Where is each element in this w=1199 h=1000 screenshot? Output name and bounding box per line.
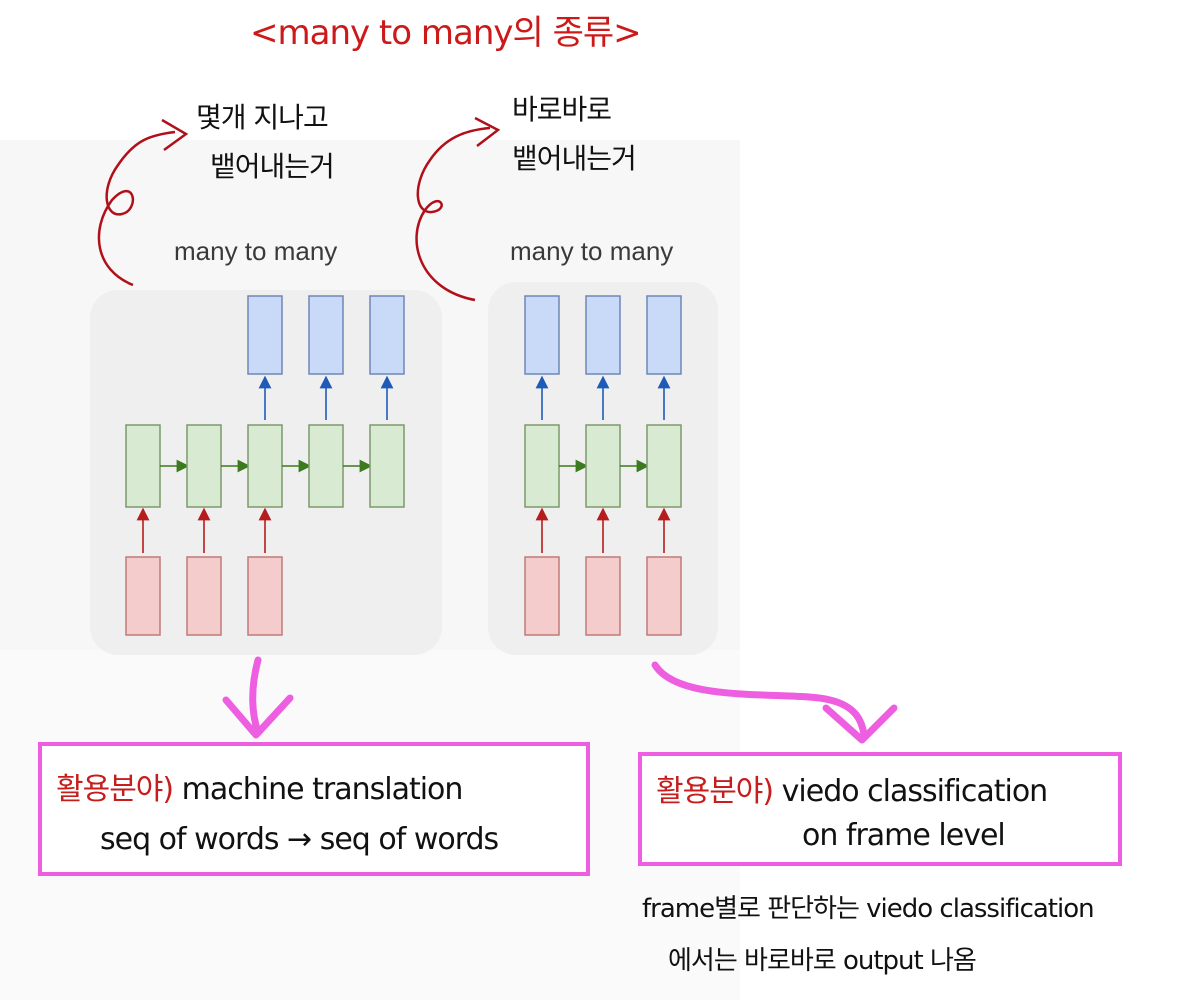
left-hidden-cell [369, 424, 405, 508]
footnote-line2: 에서는 바로바로 output 나옴 [668, 946, 977, 976]
right-pink-arrow [651, 661, 868, 739]
left-box-line2: seq of words → seq of words [100, 822, 499, 857]
right-hidden-cell [646, 424, 682, 508]
left-input-cell [186, 556, 222, 636]
left-hidden-cell [186, 424, 222, 508]
right-panel-title: many to many [510, 236, 674, 266]
left-hidden-cell [308, 424, 344, 508]
left-curl-arrow [97, 130, 176, 287]
left-input-cell [247, 556, 283, 636]
left-box-tag: 활용분야) [56, 772, 174, 807]
right-input-cell [585, 556, 621, 636]
right-application-box: 활용분야) viedo classification on frame leve… [638, 752, 1122, 866]
right-output-cell [646, 295, 682, 375]
right-output-cell [524, 295, 560, 375]
left-panel-title: many to many [174, 236, 338, 266]
right-box-text1: viedo classification [781, 774, 1049, 809]
left-output-cell [369, 295, 405, 375]
left-application-box: 활용분야) machine translation seq of words →… [38, 742, 590, 876]
left-pink-arrowhead [222, 694, 294, 739]
left-output-cell [308, 295, 344, 375]
right-curl-arrowhead [474, 116, 501, 147]
left-curl-arrowhead [161, 118, 189, 152]
right-note-line1: 바로바로 [512, 93, 612, 126]
left-pink-arrow [249, 656, 262, 736]
left-note-line1: 몇개 지나고 [196, 101, 329, 134]
left-note-line2: 뱉어내는거 [210, 150, 335, 183]
left-input-cell [125, 556, 161, 636]
left-box-text1: machine translation [181, 772, 464, 807]
right-input-cell [524, 556, 560, 636]
right-box-line1: 활용분야) viedo classification [656, 766, 1049, 810]
left-hidden-cell [247, 424, 283, 508]
right-curl-arrow [415, 126, 491, 302]
right-output-cell [585, 295, 621, 375]
left-output-cell [247, 295, 283, 375]
right-note-line2: 뱉어내는거 [512, 142, 637, 175]
right-input-cell [646, 556, 682, 636]
right-hidden-cell [585, 424, 621, 508]
page-title: <many to many의 종류> [250, 13, 642, 53]
right-box-tag: 활용분야) [656, 774, 774, 809]
left-box-line1: 활용분야) machine translation [56, 764, 464, 808]
left-hidden-cell [125, 424, 161, 508]
footnote-line1: frame별로 판단하는 viedo classification [642, 894, 1095, 924]
right-hidden-cell [524, 424, 560, 508]
right-pink-arrowhead [822, 704, 898, 744]
right-box-line2: on frame level [802, 818, 1006, 853]
